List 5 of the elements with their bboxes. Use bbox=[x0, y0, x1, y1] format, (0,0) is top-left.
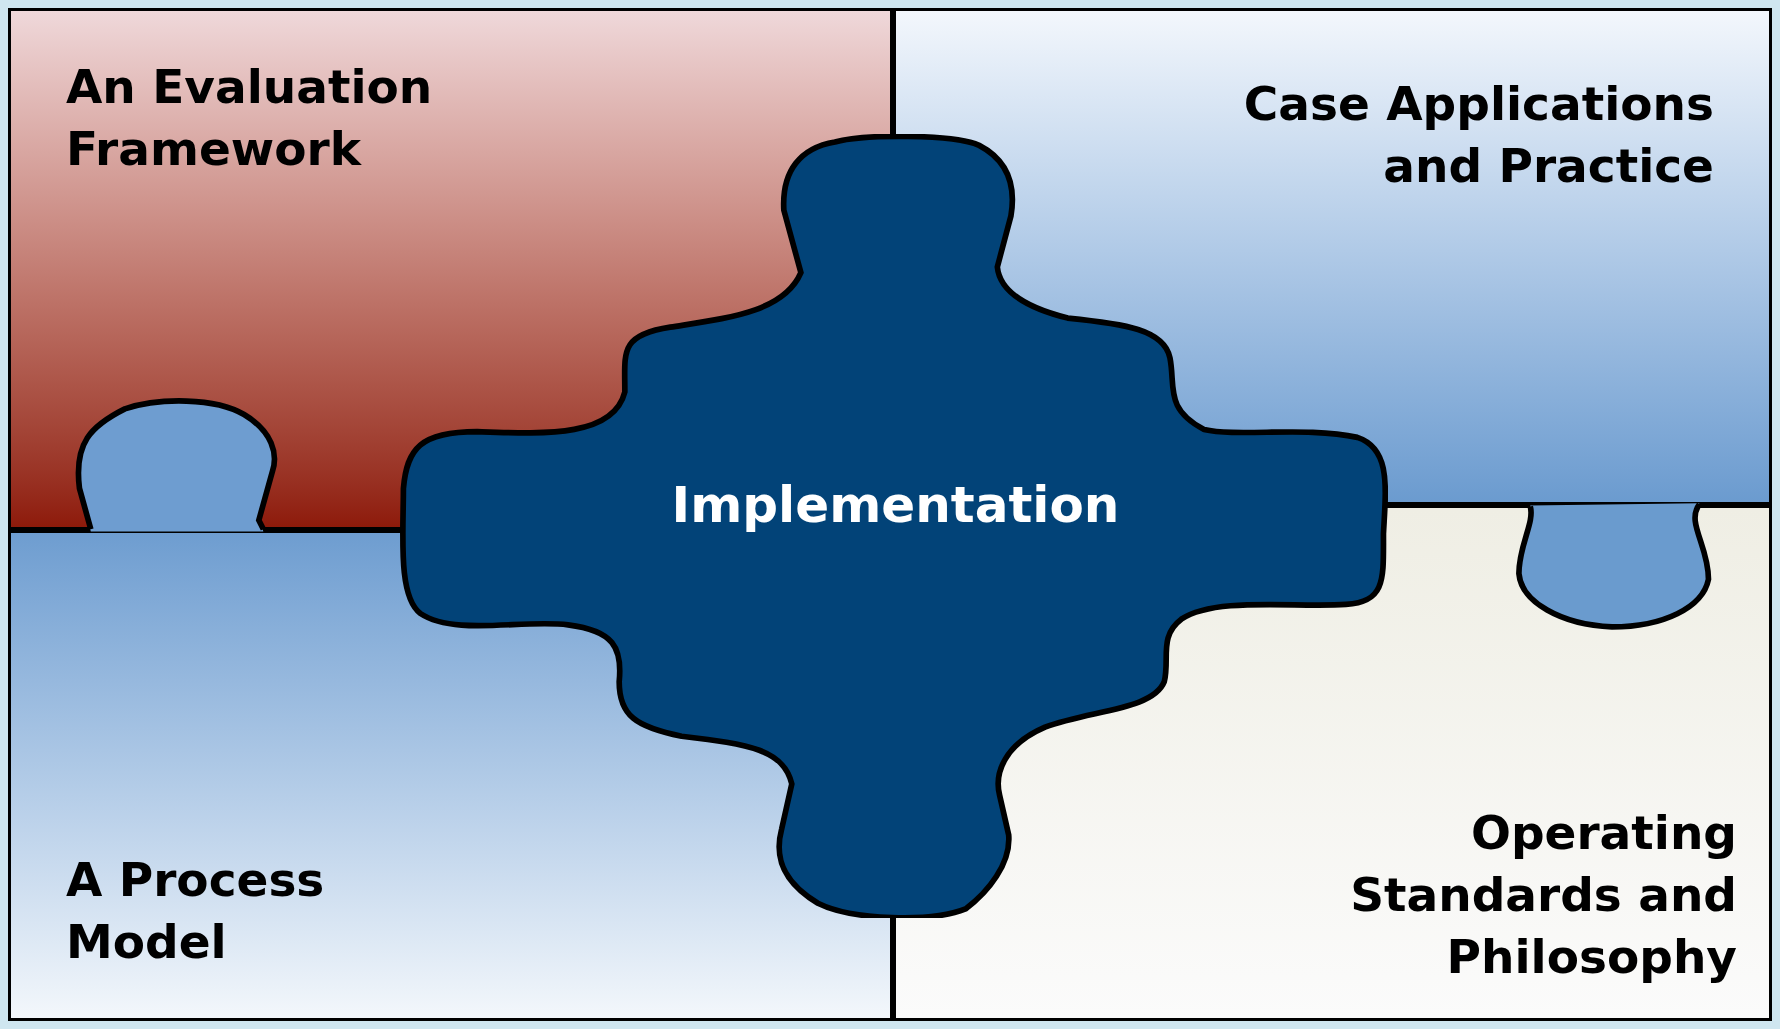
center-title: Implementation bbox=[671, 476, 1120, 533]
piece-title: Operating Standards and Philosophy bbox=[1349, 804, 1737, 986]
piece-title: Case Applications and Practice bbox=[1242, 75, 1714, 195]
piece-title: A Process Model bbox=[66, 851, 326, 971]
piece-title: An Evaluation Framework bbox=[66, 58, 434, 178]
